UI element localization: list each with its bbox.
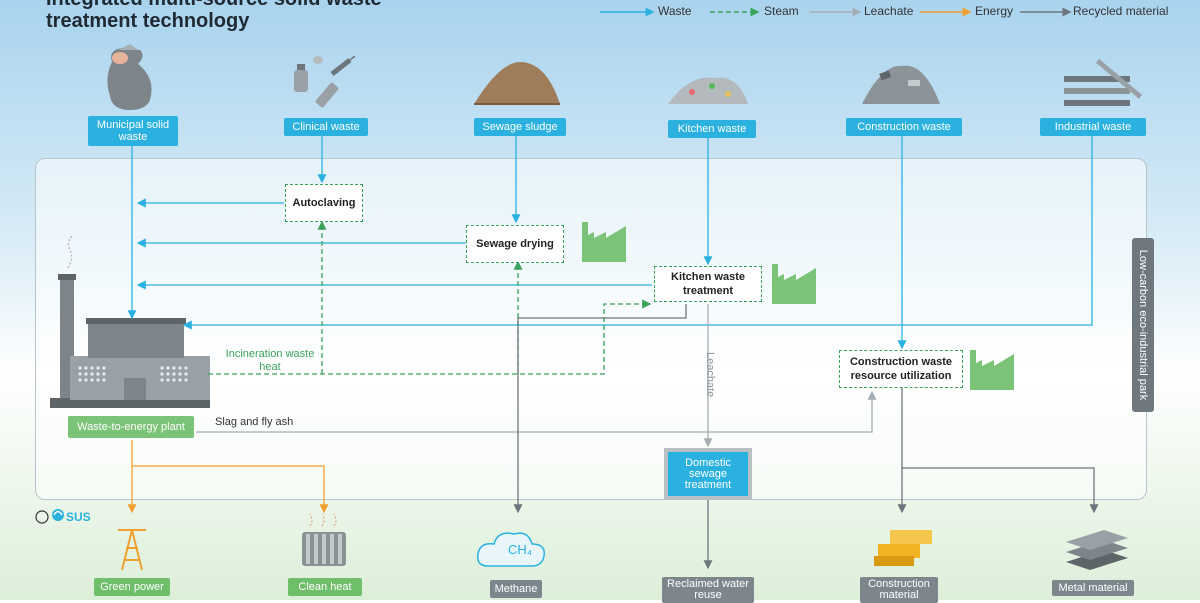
methane-formula-label: CH₄ xyxy=(507,542,533,557)
leachate-label: Leachate xyxy=(704,352,716,398)
legend-swatches xyxy=(600,7,1072,17)
eco-industrial-park-region xyxy=(35,158,1147,500)
sus-logo-icon xyxy=(35,509,64,524)
sewage-tank-icon xyxy=(664,448,752,500)
factory-icon-sewage xyxy=(582,222,626,262)
source-kitchen-waste: Kitchen waste xyxy=(668,120,756,138)
slag-fly-ash-line xyxy=(196,390,877,433)
source-municipal-solid-waste: Municipal solid waste xyxy=(88,116,178,146)
legend-energy-label: Energy xyxy=(975,4,1014,18)
output-metal-material: Metal material xyxy=(1052,580,1134,596)
metal-sheets-icon xyxy=(1066,530,1128,570)
source-industrial-waste: Industrial waste xyxy=(1040,118,1146,136)
recycled-to-metal-material xyxy=(902,467,1099,514)
output-clean-heat: Clean heat xyxy=(288,578,362,596)
park-label-text: Low-carbon eco-industrial park xyxy=(1137,249,1149,401)
waste-to-energy-plant-label: Waste-to-energy plant xyxy=(68,416,194,438)
output-methane: Methane xyxy=(490,580,542,598)
waste-to-energy-plant-icon xyxy=(50,235,210,408)
slag-fly-ash-label: Slag and fly ash xyxy=(215,416,294,428)
diagram-title: Integrated multi-source solid waste trea… xyxy=(46,0,466,32)
output-construction-material: Construction material xyxy=(860,577,938,603)
flow-industrial-to-plant xyxy=(182,136,1093,330)
sludge-pile-icon xyxy=(474,62,560,105)
output-green-power: Green power xyxy=(94,578,170,596)
rubble-pile-icon xyxy=(862,65,940,104)
legend-leachate-label: Leachate xyxy=(864,4,914,18)
source-construction-waste: Construction waste xyxy=(846,118,962,136)
process-construction-waste-utilization: Construction waste resource utilization xyxy=(839,350,963,388)
gold-bricks-icon xyxy=(874,530,932,566)
brand-label: SUS xyxy=(66,510,91,524)
output-reclaimed-water-reuse: Reclaimed water reuse xyxy=(662,577,754,603)
power-tower-icon xyxy=(118,529,146,571)
legend-recycled-label: Recycled material xyxy=(1073,4,1169,18)
source-sewage-sludge: Sewage sludge xyxy=(474,118,566,136)
steam-main-line xyxy=(208,299,652,375)
medicine-syringe-icon xyxy=(294,55,356,108)
metal-beams-icon xyxy=(1064,58,1143,106)
factory-icon-construction xyxy=(970,350,1014,390)
process-sewage-drying: Sewage drying xyxy=(466,225,564,263)
garbage-bag-icon xyxy=(107,44,152,110)
energy-to-clean-heat xyxy=(132,465,329,514)
process-domestic-sewage-treatment: Domestic sewage treatment xyxy=(684,457,732,491)
radiator-icon xyxy=(302,513,346,566)
legend-steam-label: Steam xyxy=(764,4,799,18)
park-label-vertical: Low-carbon eco-industrial park xyxy=(1132,238,1154,412)
factory-icon-kitchen xyxy=(772,264,816,304)
source-clinical-waste: Clinical waste xyxy=(284,118,368,136)
cloud-icon xyxy=(476,532,545,567)
kitchen-waste-icon xyxy=(668,77,748,104)
legend-waste-label: Waste xyxy=(658,4,692,18)
process-kitchen-waste-treatment: Kitchen waste treatment xyxy=(654,266,762,302)
process-autoclaving: Autoclaving xyxy=(285,184,363,222)
title-line-2: treatment technology xyxy=(46,10,250,32)
title-line-1: Integrated multi-source solid waste xyxy=(46,0,466,10)
incineration-waste-heat-label: Incineration waste heat xyxy=(225,348,315,373)
recycled-to-methane xyxy=(513,304,687,514)
